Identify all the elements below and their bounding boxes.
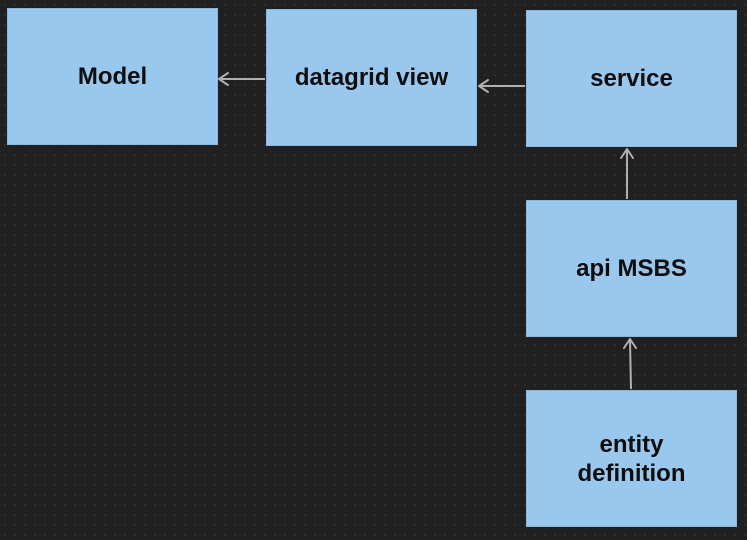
edge-service-to-datagrid[interactable] — [478, 79, 525, 93]
node-service-label: service — [590, 65, 673, 92]
edge-entity-to-api[interactable] — [623, 338, 637, 390]
node-api-msbs-label: api MSBS — [576, 255, 687, 282]
node-entity-definition-label: entity definition — [577, 430, 686, 487]
node-model-label: Model — [77, 63, 148, 90]
node-datagrid-view[interactable]: datagrid view — [266, 9, 477, 146]
node-model[interactable]: Model — [7, 8, 218, 145]
node-entity-definition[interactable]: entity definition — [526, 390, 737, 527]
node-api-msbs[interactable]: api MSBS — [526, 200, 737, 337]
edge-api-to-service[interactable] — [620, 148, 634, 199]
node-datagrid-view-label: datagrid view — [294, 64, 449, 91]
node-service[interactable]: service — [526, 10, 737, 147]
edge-datagrid-to-model[interactable] — [218, 72, 265, 86]
